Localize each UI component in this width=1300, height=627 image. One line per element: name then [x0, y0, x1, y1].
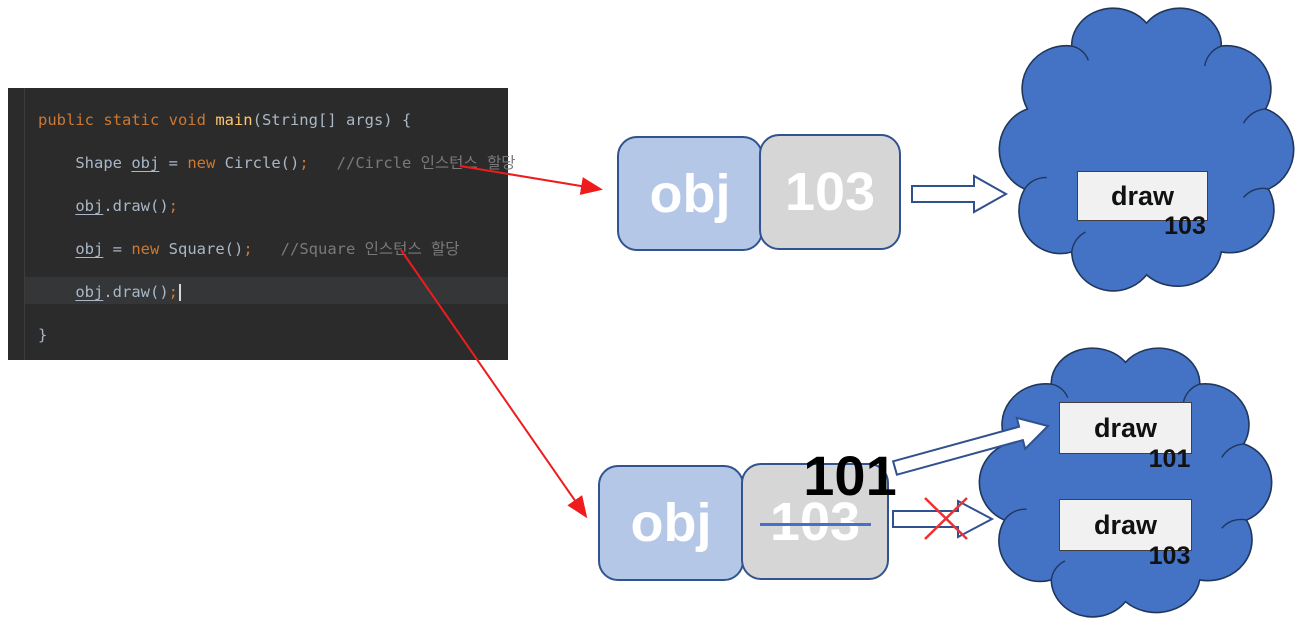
code-editor: public static void main(String[] args) {…: [8, 88, 516, 360]
top-addr-label: 103: [784, 162, 876, 222]
bottom-var-box: obj: [598, 465, 744, 581]
code-line: obj.draw();: [75, 197, 178, 215]
code-line: Shape obj = new Circle(); //Circle 인스턴스 …: [38, 154, 516, 172]
bottom-var-label: obj: [630, 493, 712, 553]
code-line: obj.draw();: [8, 279, 508, 305]
reference-arrow-new-101: [891, 416, 1050, 476]
bottom-method-addr-103: 103: [1148, 542, 1191, 570]
bottom-method-addr-101: 101: [1148, 445, 1191, 473]
strikethrough-line: [760, 523, 871, 526]
bottom-addr-box: 103: [741, 463, 889, 580]
new-addr-callout: 101: [803, 444, 897, 507]
editor-gutter-divider: [24, 88, 25, 360]
code-line: }: [38, 326, 48, 344]
bottom-method-label-103: draw: [1093, 509, 1158, 540]
reference-arrow-old-broken: [892, 499, 995, 539]
top-method-addr: 103: [1164, 212, 1206, 240]
top-method-label: draw: [1110, 180, 1175, 211]
text-caret: [179, 284, 181, 301]
heap-cloud-top: [999, 8, 1293, 291]
bottom-method-label-101: draw: [1093, 412, 1158, 443]
top-var-box: obj: [617, 136, 763, 251]
code-line: public static void main(String[] args) {: [38, 111, 412, 129]
red-x-icon: [924, 497, 968, 540]
top-var-label: obj: [649, 163, 731, 224]
bottom-old-addr-label: 103: [769, 491, 861, 552]
top-addr-box: 103: [759, 134, 901, 250]
heap-cloud-bottom: [979, 348, 1271, 617]
reference-arrow-top: [911, 174, 1009, 214]
code-line: obj = new Square(); //Square 인스턴스 할당: [75, 240, 460, 258]
